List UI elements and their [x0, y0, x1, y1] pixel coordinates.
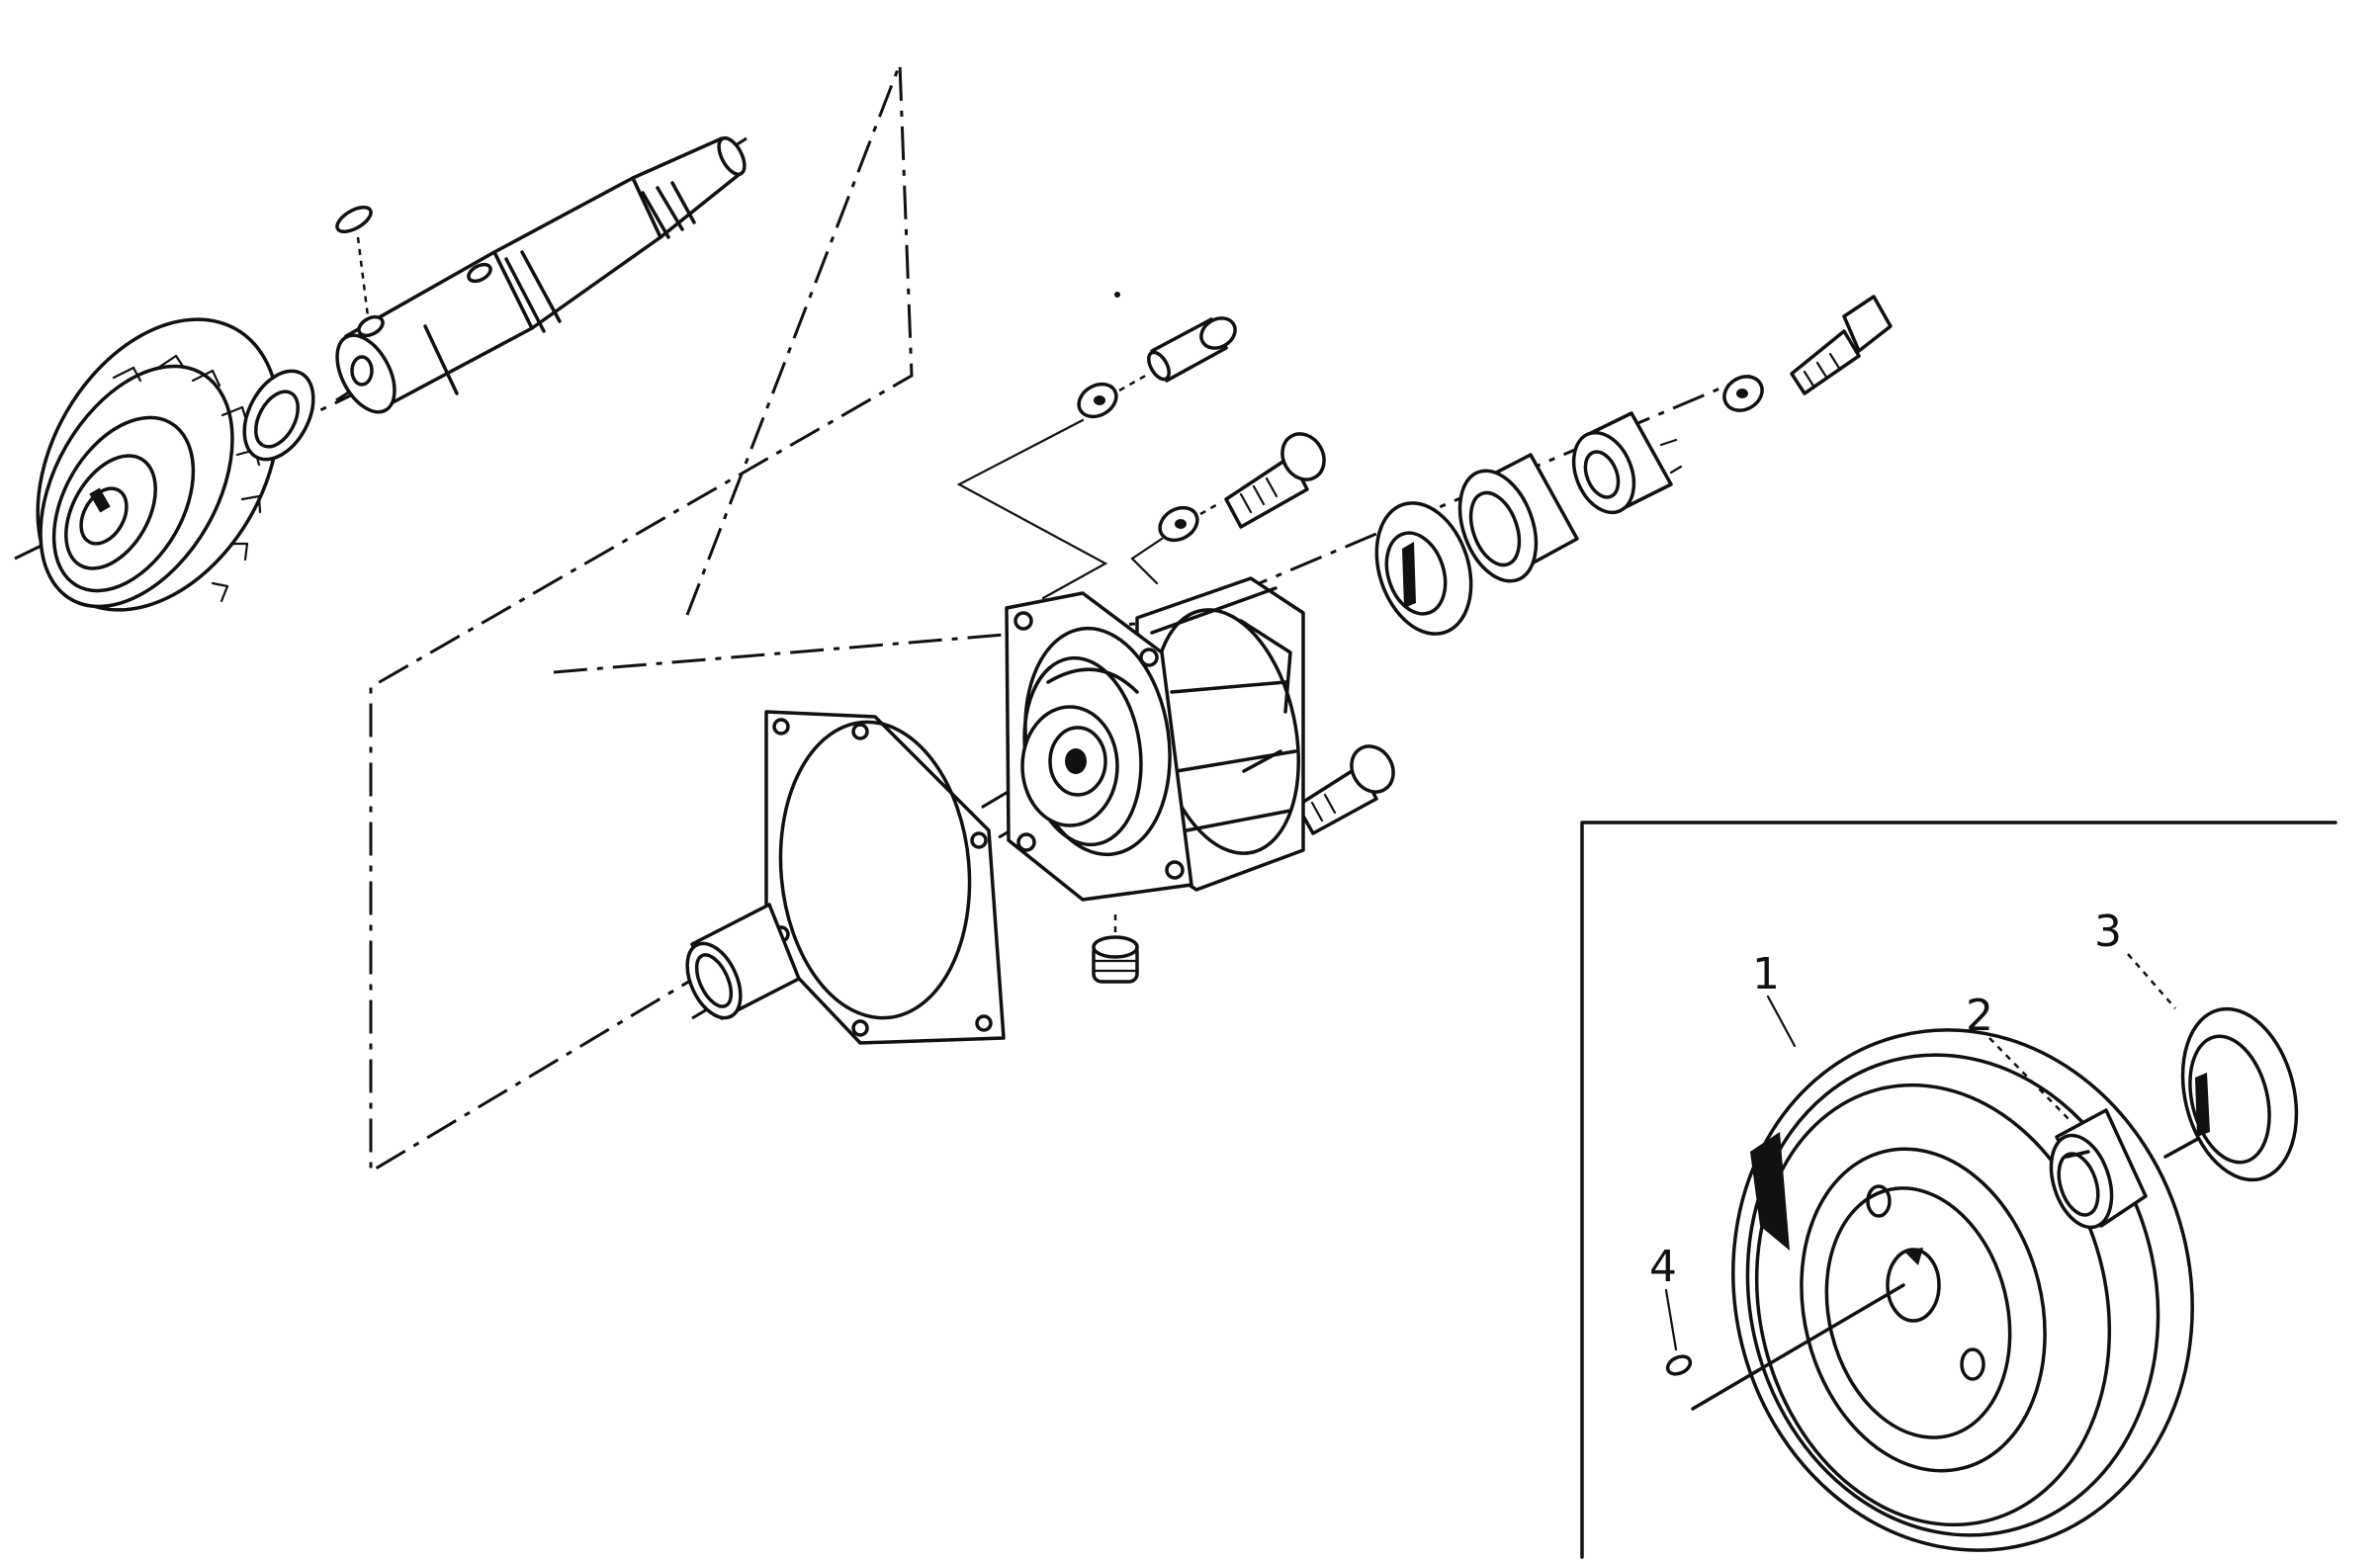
callout-2: 2 [1966, 991, 1993, 1041]
stray-mark [1114, 292, 1120, 298]
lock-washer-upper [1077, 372, 1150, 419]
callout-3: 3 [2094, 907, 2122, 957]
inset-frame [1580, 821, 2337, 1559]
drive-shaft [335, 135, 747, 414]
fastener-leader-line [956, 418, 1108, 600]
callout-4: 4 [1649, 1242, 1677, 1292]
inset-small-washer [1665, 1354, 1693, 1376]
bushing-sleeve [685, 903, 801, 1020]
crankshaft-pulley [1731, 1028, 2194, 1552]
lock-washer-middle [1158, 500, 1222, 543]
fastener-leader-line-2 [1130, 537, 1164, 585]
inset-seal-ring [2180, 1006, 2299, 1182]
bolt-lower [1295, 744, 1395, 835]
oil-seal [1374, 501, 1473, 636]
callout-1: 1 [1752, 949, 1780, 999]
gasket [764, 710, 1006, 1045]
inset-axis-line [1691, 1283, 1905, 1411]
pump-housing [1005, 576, 1305, 902]
timing-gear [36, 317, 281, 612]
bolt-upper [1147, 316, 1237, 383]
inset-bushing [2049, 1108, 2148, 1230]
bushing-collar [1571, 411, 1683, 515]
drain-plug [1092, 914, 1139, 984]
shaft-group-outline [369, 63, 1252, 1174]
callout-leaders [1664, 953, 2176, 1351]
pulley-retaining-bolt [1790, 295, 1893, 395]
woodruff-key [335, 205, 373, 317]
thrust-washer [242, 369, 315, 462]
bearing-sleeve [1457, 453, 1579, 583]
plain-washer [1722, 375, 1764, 412]
bolt-middle [1224, 432, 1326, 529]
